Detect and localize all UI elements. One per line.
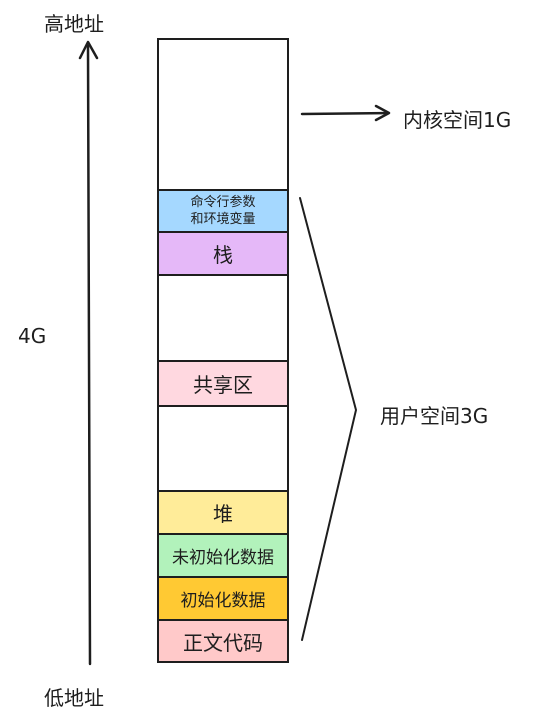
bss-label: 未初始化数据 xyxy=(172,548,274,568)
heap-segment: 堆 xyxy=(157,490,289,535)
text-segment: 正文代码 xyxy=(157,619,289,663)
low-address-label: 低地址 xyxy=(44,686,104,710)
data-label: 初始化数据 xyxy=(180,591,266,611)
kernel-pointer-arrow xyxy=(300,104,391,122)
shared-label: 共享区 xyxy=(193,373,253,397)
address-axis-arrow xyxy=(78,40,99,666)
args-env-label-line2: 和环境变量 xyxy=(190,212,256,227)
data-segment: 初始化数据 xyxy=(157,576,289,621)
stack-label: 栈 xyxy=(213,243,233,267)
user-space-brace xyxy=(299,197,357,641)
stack-segment: 栈 xyxy=(157,231,289,276)
text-label: 正文代码 xyxy=(183,630,263,655)
high-address-label: 高地址 xyxy=(44,12,104,36)
user-space-label: 用户空间3G xyxy=(380,404,489,428)
args-env-label-line1: 命令行参数 xyxy=(190,195,256,210)
kernel-segment xyxy=(157,38,289,191)
shared-segment: 共享区 xyxy=(157,360,289,407)
args-env-segment: 命令行参数 和环境变量 xyxy=(157,189,289,233)
lower-gap-segment xyxy=(157,405,289,492)
kernel-space-label: 内核空间1G xyxy=(403,108,512,132)
heap-label: 堆 xyxy=(213,502,233,526)
upper-gap-segment xyxy=(157,274,289,362)
total-size-label: 4G xyxy=(18,324,47,348)
bss-segment: 未初始化数据 xyxy=(157,533,289,578)
